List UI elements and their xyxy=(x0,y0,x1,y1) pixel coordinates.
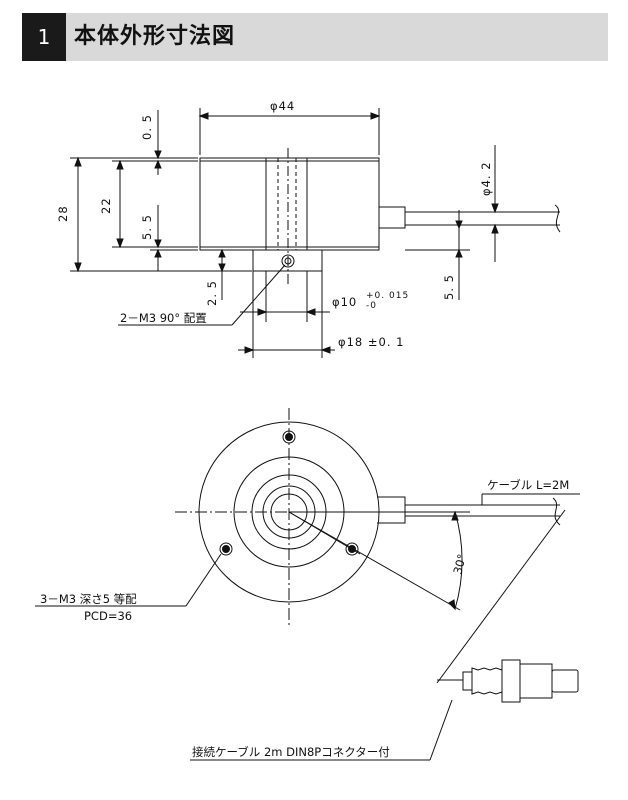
section-header: 1 本体外形寸法図 xyxy=(22,13,608,61)
side-view xyxy=(70,108,561,358)
body-outline xyxy=(199,157,380,251)
pcd-note: PCD=36 xyxy=(84,609,132,623)
mounting-hole-top xyxy=(282,430,296,444)
cable-break xyxy=(554,204,561,233)
screw-note: 2－M3 90° 配置 xyxy=(120,311,207,325)
dim-hub: φ18 ±0. 1 xyxy=(338,335,404,349)
dim-5-5-left: 5. 5 xyxy=(140,214,154,240)
section-number: 1 xyxy=(22,13,66,61)
hub-outline xyxy=(252,249,323,272)
front-view xyxy=(35,408,580,761)
cable-label: ケーブル L=2M xyxy=(487,478,569,492)
dim-5-5-right: 5. 5 xyxy=(442,274,456,300)
holes-note: 3－M3 深さ5 等配 xyxy=(40,592,137,606)
connector-leader xyxy=(436,509,566,684)
dim-0-5: 0. 5 xyxy=(140,114,154,140)
set-screw-inner xyxy=(284,257,292,265)
mounting-hole-left xyxy=(219,542,233,556)
front-cable-gland xyxy=(377,496,406,524)
dim-bore: φ10 xyxy=(332,295,357,309)
angle-arc xyxy=(454,511,463,610)
dim-2-5: 2. 5 xyxy=(205,280,219,306)
dim-diameter-44: φ44 xyxy=(270,99,295,113)
dim-22: 22 xyxy=(99,197,113,214)
connector-note: 接続ケーブル 2m DIN8Pコネクター付 xyxy=(192,745,390,759)
connector-icon xyxy=(437,659,579,703)
front-cable-break xyxy=(552,497,561,526)
dim-cable-dia: φ4. 2 xyxy=(479,161,493,196)
set-screw xyxy=(281,254,295,268)
angle-label: 30° xyxy=(450,552,469,575)
cable-gland xyxy=(379,206,406,229)
dim-bore-tol-upper: +0. 015 xyxy=(366,291,409,301)
dim-28: 28 xyxy=(56,205,70,222)
dim-bore-tol-lower: -0 xyxy=(366,301,377,311)
section-title: 本体外形寸法図 xyxy=(74,24,236,49)
